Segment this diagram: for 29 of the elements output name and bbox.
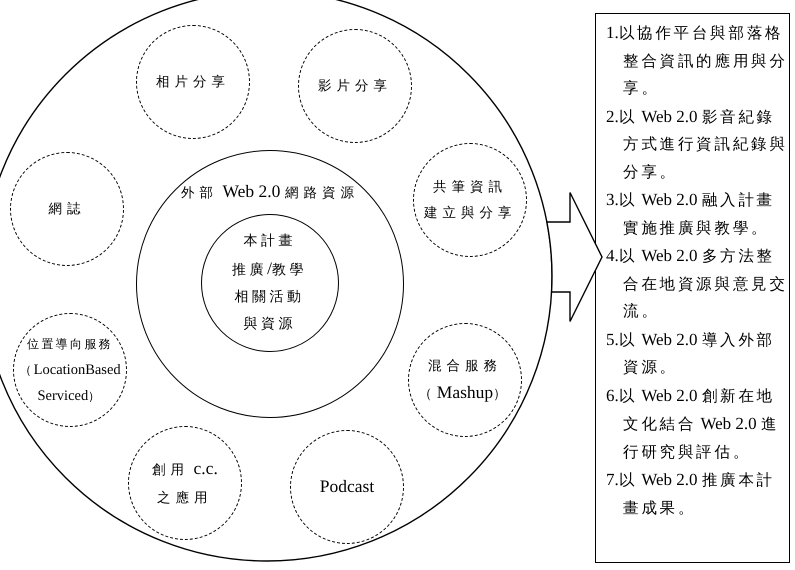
dashed-circle [13,313,127,427]
circle-label: 外部 Web 2.0 網路資源 [180,180,360,203]
circle-label: 創用 c.c. 之應用 [152,457,218,507]
circle-label: 本計畫推廣/教學相關活動與資源 [232,232,308,334]
circle-label: 位置導向服務（LocationBased Serviced） [19,336,121,406]
circle-label: 影片分享 [318,77,392,95]
dashed-circle [298,29,412,143]
block-arrow [546,192,603,322]
inner-circle [200,214,339,352]
dashed-circle [10,152,124,266]
list-item: 5.以 Web 2.0 導入外部資源。 [606,328,776,378]
circle-label: 相片分享 [156,73,230,91]
circle-label: 網誌 [48,200,86,218]
dashed-circle [413,143,527,257]
list-item: 7.以 Web 2.0 推廣本計畫成果。 [606,469,776,518]
dashed-circle [408,323,522,437]
dashed-circle [128,426,242,540]
circle-label: 混合服務（Mashup） [418,357,512,404]
text-box [595,13,790,563]
circle-label: Podcast [320,475,374,498]
list-item: 2.以 Web 2.0 影音紀錄方式進行資訊紀錄與分享。 [606,106,789,182]
circle-label: 共筆資訊建立與分享 [424,178,516,222]
middle-circle [136,150,404,418]
list-item: 1.以協作平台與部落格整合資訊的應用與分享。 [606,22,789,99]
list-item: 4.以 Web 2.0 多方法整合在地資源與意見交流。 [606,245,789,322]
list-item: 6.以 Web 2.0 創新在地文化結合 Web 2.0 進行研究與評估。 [606,384,780,462]
dashed-circle [136,25,250,139]
list-item: 3.以 Web 2.0 融入計畫實施推廣與教學。 [606,189,776,238]
dashed-circle [290,430,404,544]
